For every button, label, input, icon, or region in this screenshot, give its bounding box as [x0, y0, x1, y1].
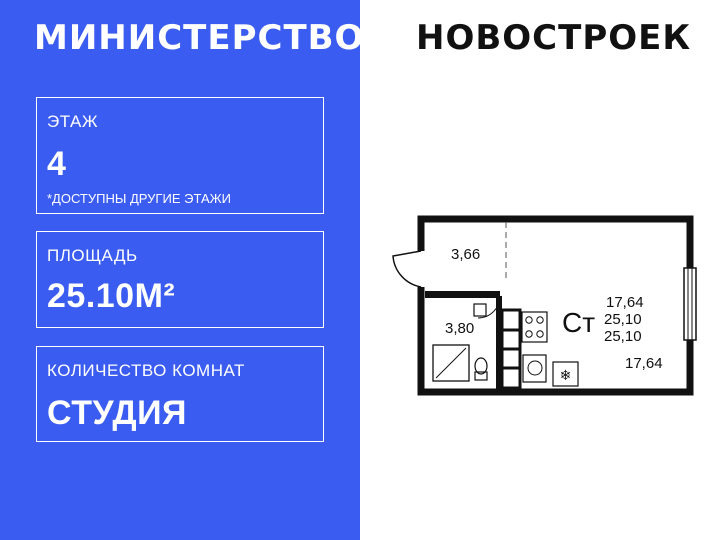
area-value: 25.10М² [47, 277, 176, 315]
rooms-value: СТУДИЯ [47, 394, 187, 432]
living-area-label: 17,64 [606, 294, 644, 311]
kitchen-sink-icon [522, 354, 547, 383]
door-swing-icon [392, 250, 422, 288]
bathroom-wall-side [496, 296, 502, 389]
brand-title-right: НОВОСТРОЕК [416, 18, 692, 58]
floor-value: 4 [47, 145, 67, 183]
fridge-icon [552, 361, 579, 387]
brand-title-left: МИНИСТЕРСТВО [34, 18, 365, 58]
rooms-label: КОЛИЧЕСТВО КОМНАТ [47, 361, 245, 380]
bathroom-door-swing-icon [477, 295, 501, 319]
floor-note: *ДОСТУПНЫ ДРУГИЕ ЭТАЖИ [47, 191, 231, 206]
bathroom-wall-top [425, 291, 500, 298]
hall-area-label: 3,66 [451, 246, 480, 263]
rooms-card: КОЛИЧЕСТВО КОМНАТ СТУДИЯ [36, 346, 324, 442]
floor-label: ЭТАЖ [47, 112, 99, 131]
sink-icon [473, 303, 487, 317]
area-label: ПЛОЩАДЬ [47, 246, 138, 265]
window [683, 267, 697, 341]
room-code-label: Ст [562, 307, 595, 338]
area-card: ПЛОЩАДЬ 25.10М² [36, 231, 324, 328]
snowflake-icon: ❄ [560, 367, 572, 383]
door-opening [417, 251, 425, 287]
stove-icon [521, 311, 548, 343]
room-area-label: 17,64 [625, 355, 663, 372]
bath-area-label: 3,80 [445, 320, 474, 337]
total-area-label: 25,10 [604, 311, 642, 328]
total-area-label-2: 25,10 [604, 328, 642, 345]
shower-icon [432, 344, 470, 382]
toilet-icon [474, 371, 488, 381]
floor-card: ЭТАЖ 4 *ДОСТУПНЫ ДРУГИЕ ЭТАЖИ [36, 97, 324, 214]
info-panel [0, 0, 360, 540]
